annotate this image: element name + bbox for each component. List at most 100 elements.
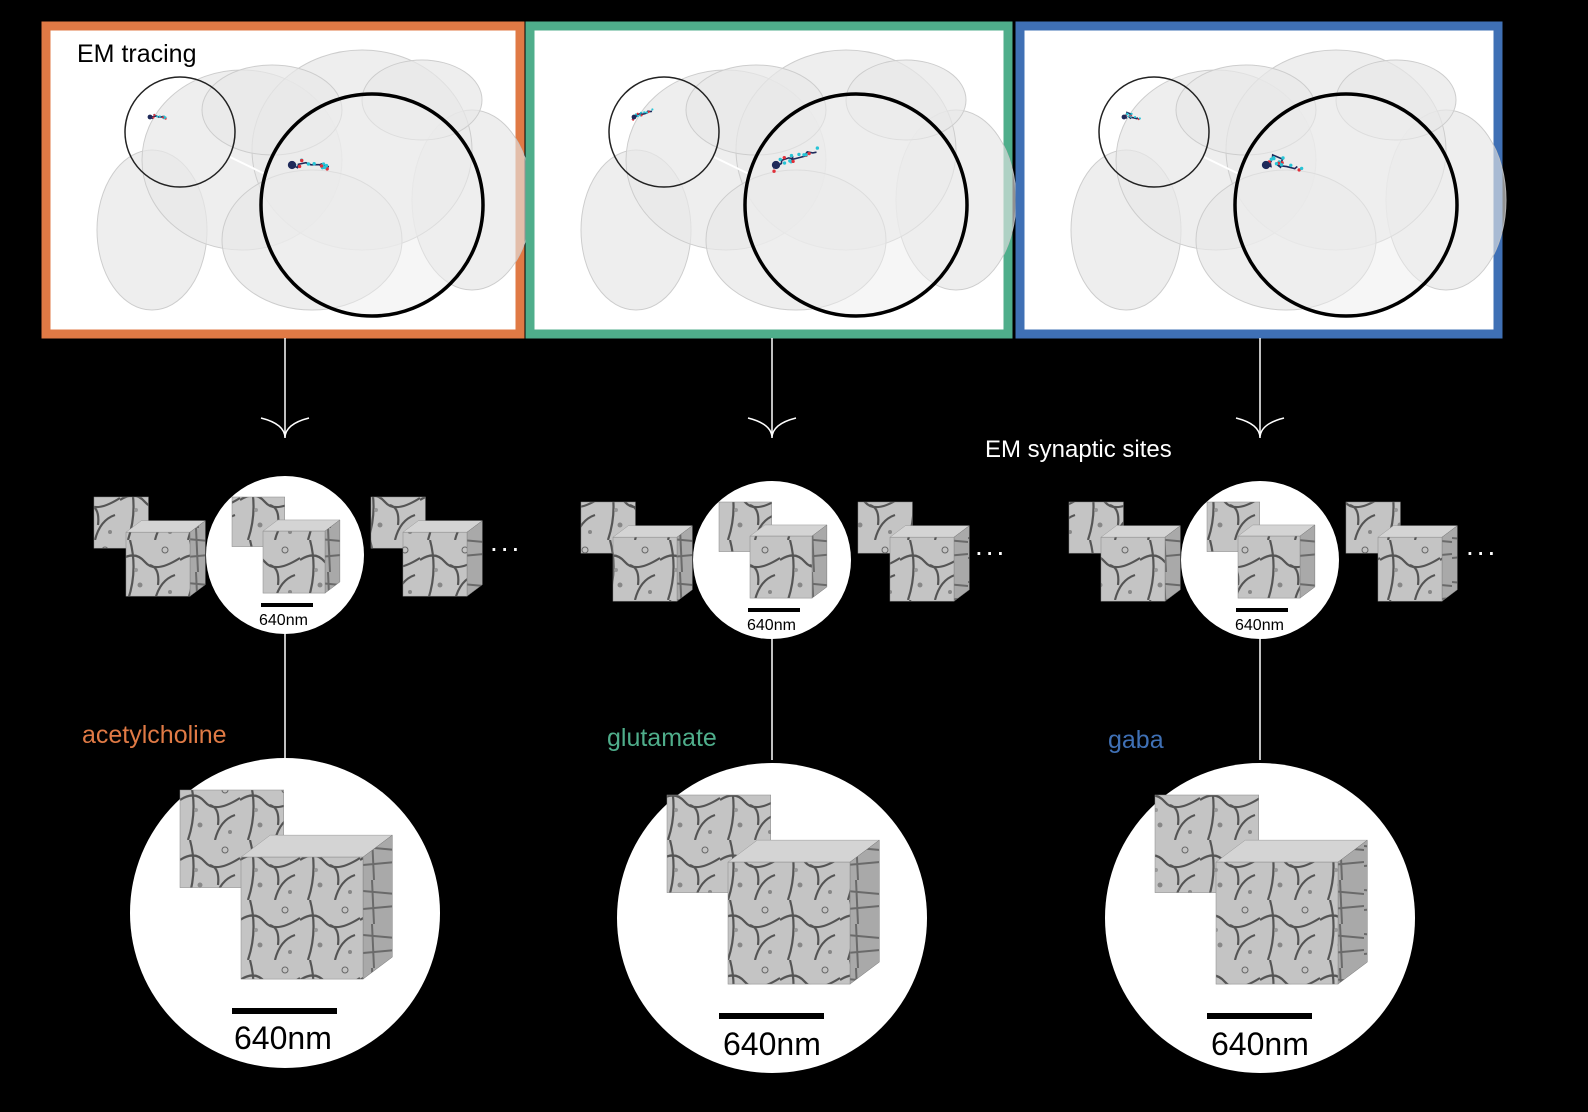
cube-front-face <box>125 531 191 597</box>
label-acetylcholine: acetylcholine <box>82 721 227 749</box>
presynapse-marker <box>797 152 801 157</box>
postsynapse-marker <box>152 116 155 119</box>
presynapse-marker <box>815 146 820 150</box>
em-tracing-panel <box>525 21 1017 339</box>
label-glutamate: glutamate <box>607 724 717 752</box>
em-cube <box>179 789 394 980</box>
cube-front-face <box>612 536 678 602</box>
soma <box>771 160 781 170</box>
presynapse-marker <box>643 111 646 114</box>
presynapse-marker <box>1271 156 1276 160</box>
cube-front-face <box>1237 535 1301 599</box>
zoom-connector <box>229 156 268 176</box>
presynapse-marker <box>1279 162 1284 167</box>
cube-side-face <box>324 519 341 594</box>
postsynapse-marker <box>319 164 324 168</box>
cube-front-face <box>749 535 813 599</box>
presynapse-marker <box>156 115 159 118</box>
em-cube <box>666 794 881 985</box>
postsynapse-marker <box>636 112 639 115</box>
postsynapse-marker <box>647 110 650 113</box>
cube-front-face <box>240 856 364 980</box>
zoom-magnified-circle <box>743 92 969 318</box>
presynapse-marker <box>158 115 161 118</box>
arrow-head-icon <box>1235 417 1285 439</box>
scale-bar <box>232 1008 337 1014</box>
zoom-source-circle <box>1098 76 1210 188</box>
cube-front-face <box>402 531 468 597</box>
presynapse-marker <box>1289 163 1293 167</box>
presynapse-marker <box>1281 156 1285 160</box>
em-cube <box>1154 794 1369 985</box>
postsynapse-marker <box>297 164 302 169</box>
cube-front-face <box>1215 861 1339 985</box>
postsynapse-marker <box>640 114 643 117</box>
em-cube <box>93 496 207 597</box>
label-gaba: gaba <box>1108 726 1164 754</box>
presynapse-marker <box>1126 112 1129 115</box>
soma <box>147 114 153 120</box>
presynapse-marker <box>636 115 639 118</box>
scale-bar <box>1207 1013 1312 1019</box>
cube-side-face <box>466 520 483 597</box>
presynapse-marker <box>1299 166 1304 171</box>
zoom-magnified-circle <box>259 92 485 318</box>
postsynapse-marker <box>772 169 776 173</box>
cube-side-face <box>953 525 970 602</box>
cube-side-face <box>189 520 206 597</box>
zoom-connector <box>1203 156 1242 176</box>
em-cube <box>370 496 484 597</box>
em-cube <box>718 501 828 599</box>
em-cube <box>857 501 971 602</box>
cube-side-face <box>362 834 393 980</box>
scale-label-large: 640nm <box>723 1026 821 1062</box>
more-indicator: ... <box>975 530 1008 561</box>
cube-front-face <box>1377 536 1443 602</box>
presynapse-marker <box>1133 116 1137 119</box>
zoom-source-circle <box>608 76 720 188</box>
postsynapse-marker <box>153 113 156 117</box>
soma <box>631 114 637 120</box>
scale-label-small: 640nm <box>1235 617 1284 634</box>
cube-side-face <box>1164 525 1181 602</box>
scale-bar <box>1236 608 1288 612</box>
em-cube <box>1206 501 1316 599</box>
presynapse-marker <box>778 157 782 162</box>
more-indicator: ... <box>490 526 523 557</box>
cube-side-face <box>811 524 828 599</box>
em-tracing-panel <box>1015 21 1507 339</box>
scale-bar <box>719 1013 824 1019</box>
scale-bar <box>748 608 800 612</box>
arrow-head-icon <box>747 417 797 439</box>
presynapse-marker <box>1127 115 1130 118</box>
presynapse-marker <box>651 108 654 111</box>
postsynapse-marker <box>782 155 786 160</box>
cube-front-face <box>1100 536 1166 602</box>
presynapse-marker <box>324 163 329 168</box>
presynapse-marker <box>789 153 794 158</box>
cube-side-face <box>1337 839 1368 985</box>
cube-front-face <box>727 861 851 985</box>
scale-label-small: 640nm <box>747 617 796 634</box>
soma <box>1261 160 1271 170</box>
presynapse-marker <box>1138 117 1141 120</box>
arrow-head-icon <box>260 417 310 439</box>
postsynapse-marker <box>791 159 795 164</box>
presynapse-marker <box>164 116 167 119</box>
postsynapse-marker <box>807 151 811 156</box>
zoom-connector <box>713 156 752 176</box>
scale-label-large: 640nm <box>234 1020 332 1056</box>
cube-side-face <box>1441 525 1458 602</box>
cube-front-face <box>262 530 326 594</box>
cube-side-face <box>849 839 880 985</box>
presynapse-marker <box>639 111 642 114</box>
em-cube <box>1345 501 1459 602</box>
postsynapse-marker <box>1297 168 1301 172</box>
presynapse-marker <box>804 153 808 157</box>
em-cube <box>231 496 341 594</box>
postsynapse-marker <box>162 116 165 119</box>
em-cube <box>1068 501 1182 602</box>
scale-bar <box>261 603 313 607</box>
